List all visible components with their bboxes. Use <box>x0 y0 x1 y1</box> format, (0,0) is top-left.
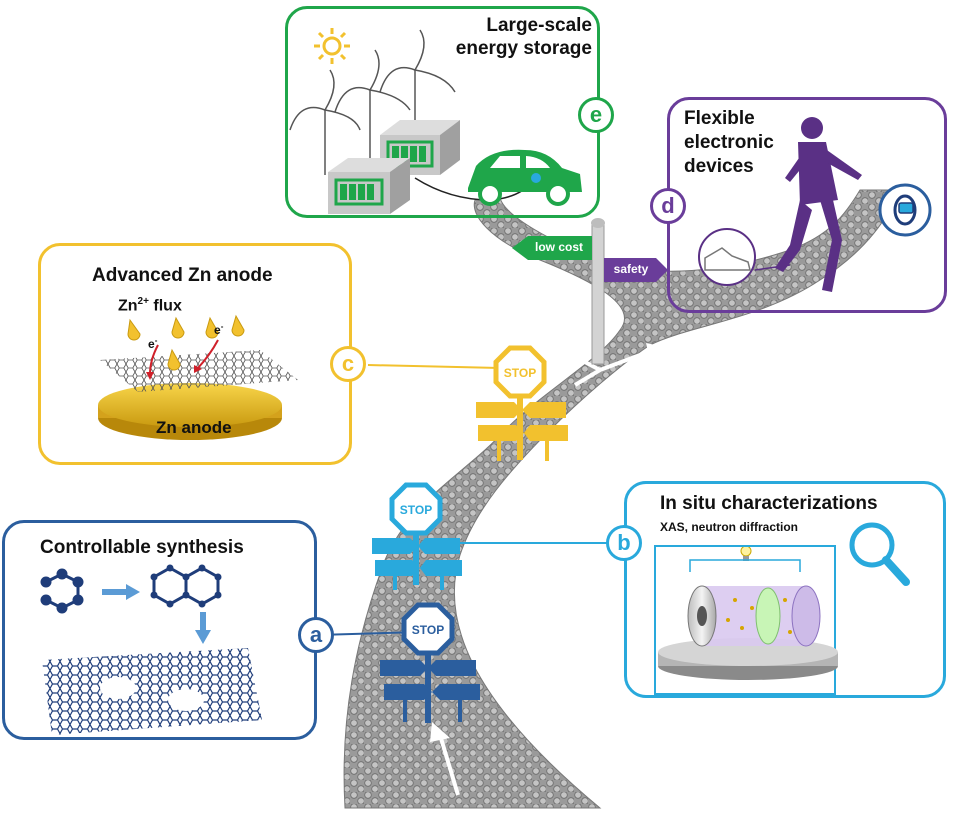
panel-b-artwork <box>654 522 910 695</box>
battery-icon-2 <box>328 158 410 214</box>
panel-b-badge: b <box>606 525 642 561</box>
panel-a-title: Controllable synthesis <box>40 537 244 558</box>
stop-sign-c-text: STOP <box>504 366 536 380</box>
panel-c-artwork <box>98 314 298 440</box>
panel-c-flux-suffix: flux <box>148 297 182 315</box>
stop-sign-a-text: STOP <box>412 623 444 637</box>
panel-c-flux-label: Zn2+ flux <box>118 296 182 315</box>
sun-icon <box>314 28 350 64</box>
signpost-low-cost-arrow <box>512 236 592 260</box>
panel-e-badge: e <box>578 97 614 133</box>
signpost-safety-arrow <box>604 258 668 282</box>
stop-sign-a: STOP <box>380 602 480 723</box>
path-arrows <box>430 343 660 796</box>
panel-c-badge: c <box>330 346 366 382</box>
stop-sign-b: STOP <box>372 482 462 590</box>
stop-sign-b-text: STOP <box>400 503 432 517</box>
panel-d-title-line2: electronic <box>684 132 774 153</box>
runner-silhouette <box>775 117 862 292</box>
panel-d-artwork <box>698 117 932 292</box>
panel-e-artwork <box>289 28 582 214</box>
panel-c-flux-sup: 2+ <box>137 296 149 307</box>
panel-a-badge: a <box>298 617 334 653</box>
panel-c-anode-label: Zn anode <box>156 418 232 437</box>
panel-c-electron-2: e- <box>214 322 223 337</box>
panel-c-title: Advanced Zn anode <box>92 265 273 286</box>
panel-e-title-line1: Large-scale <box>486 15 592 36</box>
signpost-low-cost-label: low cost <box>534 240 583 254</box>
panel-d-title-line1: Flexible <box>684 108 755 129</box>
shoe-icon <box>698 228 791 286</box>
panel-a-artwork <box>40 564 262 735</box>
stop-sign-c: STOP <box>476 345 568 461</box>
panel-e-title-line2: energy storage <box>455 38 592 59</box>
panel-d-badge: d <box>650 188 686 224</box>
signpost <box>512 218 668 365</box>
smartwatch-icon <box>878 183 932 237</box>
panel-c-electron-2-e: e <box>214 323 221 337</box>
panel-b-subtitle: XAS, neutron diffraction <box>660 520 798 534</box>
connector-c <box>367 364 501 369</box>
signpost-safety-label: safety <box>613 262 649 276</box>
panel-c-electron-1: e- <box>148 336 157 351</box>
panel-c-electron-2-sup: - <box>220 322 224 331</box>
electric-car-icon <box>468 149 582 206</box>
panel-c-electron-1-sup: - <box>154 336 158 345</box>
panel-b <box>624 481 946 698</box>
panel-c-electron-1-e: e <box>148 337 155 351</box>
panel-b-title: In situ characterizations <box>660 493 878 514</box>
panel-c-flux-zn: Zn <box>118 297 138 315</box>
panel-d-title-line3: devices <box>684 156 754 177</box>
